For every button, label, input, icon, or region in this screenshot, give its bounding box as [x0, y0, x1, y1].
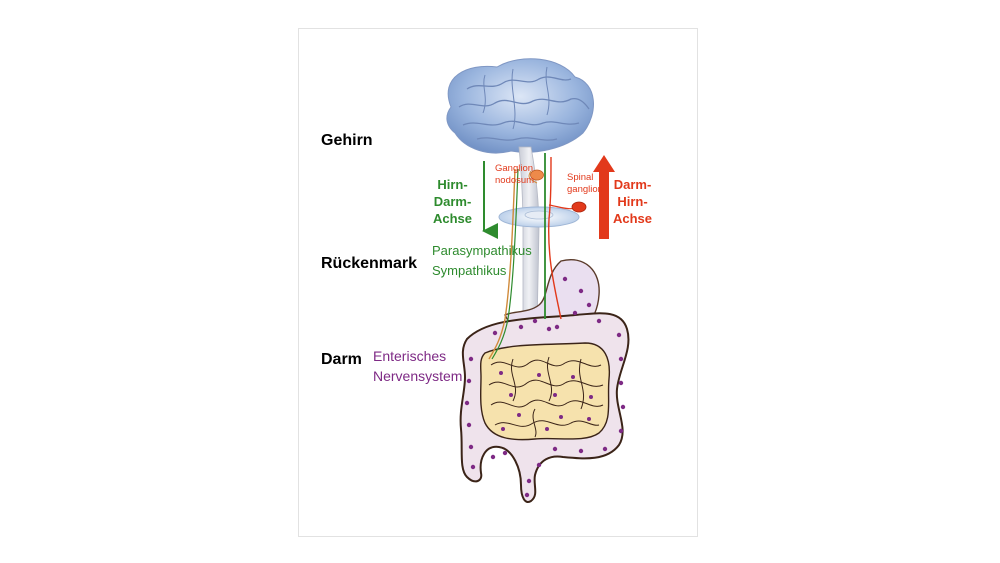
level-brain-label: Gehirn: [321, 132, 373, 149]
brain-illustration: [446, 58, 594, 154]
level-gut-label: Darm: [321, 351, 362, 368]
diagram-slide: Gehirn Rückenmark Darm Hirn- Darm- Achse…: [298, 28, 698, 537]
gut-brain-axis-line-2: Hirn-: [617, 194, 648, 209]
brain-gut-axis-line-1: Hirn-: [437, 177, 468, 192]
enteric-line-2: Nervensystem: [373, 368, 463, 384]
spinal-ganglion-line-2: ganglion: [567, 184, 603, 195]
gut-brain-axis-line-1: Darm-: [613, 177, 652, 192]
spinal-afferent-fibre: [547, 156, 562, 320]
enteric-nervous-system-label: Enterisches Nervensystem: [373, 346, 462, 386]
intestine-loops: [488, 356, 604, 438]
diagram-artwork: [446, 58, 630, 503]
parasympathetic-fibre: [491, 168, 519, 360]
ganglion-nodosum-label: Ganglion nodosum: [495, 163, 534, 187]
gut-brain-axis-label: Darm- Hirn- Achse: [613, 176, 652, 227]
spinal-ganglion-node: [571, 201, 587, 213]
gut-brain-arrow: [593, 155, 615, 239]
parasympathetic-label: Parasympathikus: [432, 243, 532, 258]
vertebra-disc: [498, 206, 580, 228]
gut-brain-axis-line-3: Achse: [613, 211, 653, 226]
enteric-line-1: Enterisches: [373, 348, 447, 364]
nodosum-branch: [528, 170, 538, 184]
brain-gut-axis-label: Hirn- Darm- Achse: [433, 176, 472, 227]
ganglion-nodosum-line-1: Ganglion: [495, 163, 534, 174]
ganglion-nodosum-line-2: nodosum: [495, 175, 535, 186]
brain-gut-axis-line-3: Achse: [433, 211, 473, 226]
spinal-ganglion-label: Spinal ganglion: [567, 172, 603, 196]
ganglion-nodosum-node: [530, 169, 544, 181]
level-spinal-cord-label: Rückenmark: [321, 255, 418, 272]
small-intestine: [479, 342, 611, 441]
sympathetic-label: Sympathikus: [432, 263, 507, 278]
enteric-nerve-dots: [464, 276, 626, 498]
brain-gut-axis-line-2: Darm-: [433, 194, 472, 209]
spinal-ganglion-line-1: Spinal: [567, 172, 594, 183]
vagus-nerve-fibre: [488, 168, 516, 360]
